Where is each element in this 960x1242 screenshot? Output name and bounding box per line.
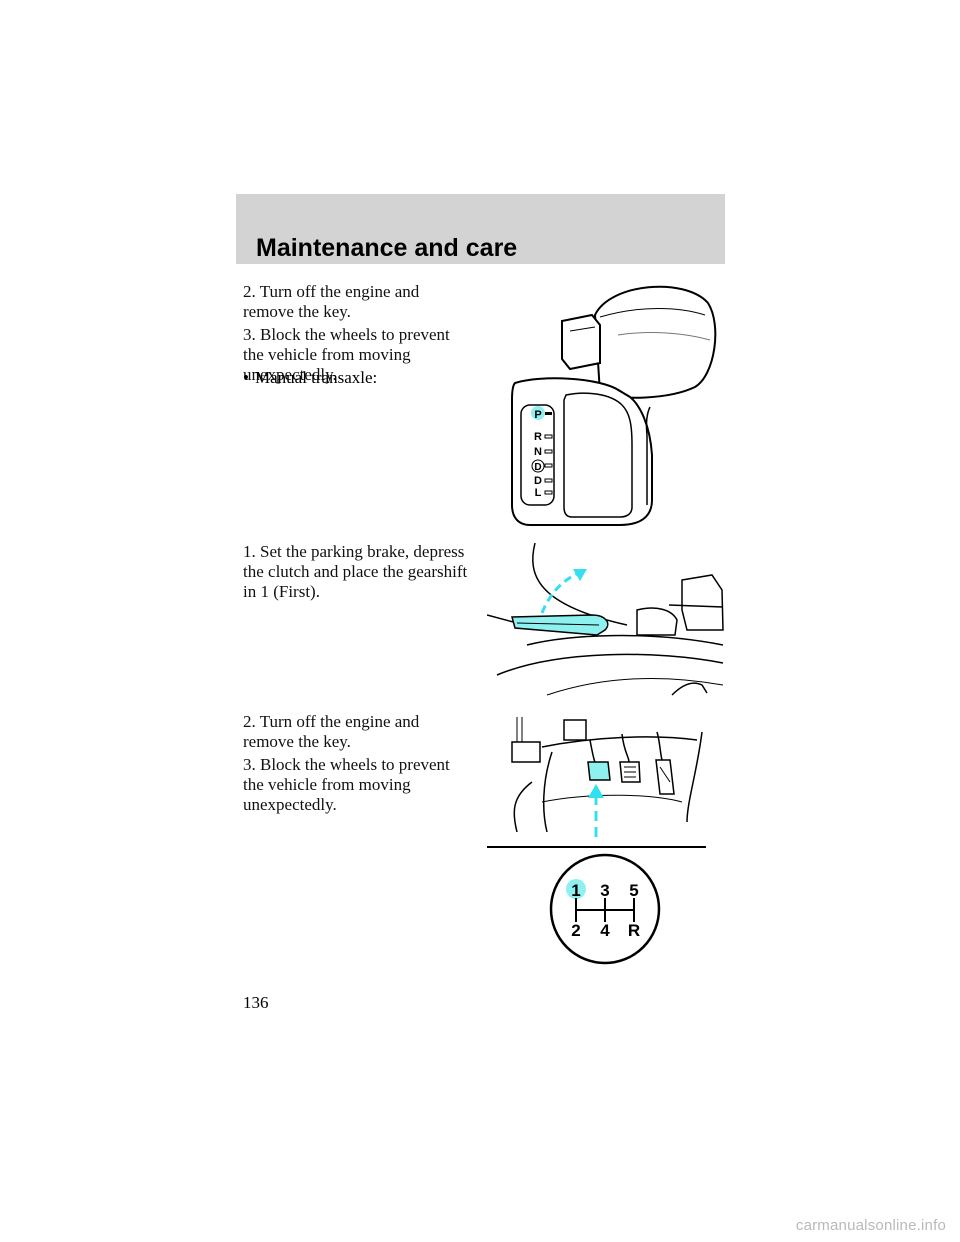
gear-label-r: R (628, 921, 640, 940)
shifter-label-l: L (535, 487, 542, 499)
section-title: Maintenance and care (256, 234, 518, 262)
bullet-manual-transaxle: • Manual transaxle: (243, 368, 377, 388)
gear-label-2: 2 (571, 921, 580, 940)
indicator-active-mark (545, 412, 552, 415)
gear-label-5: 5 (629, 881, 638, 900)
parking-brake-illustration (487, 542, 724, 696)
gear-label-3: 3 (600, 881, 609, 900)
shifter-label-p: P (534, 409, 541, 421)
shifter-label-d: D (534, 475, 542, 487)
gear-label-1: 1 (571, 881, 580, 900)
shifter-label-r: R (534, 431, 542, 443)
section-header: Maintenance and care (236, 194, 725, 264)
step-set-parking-brake: 1. Set the parking brake, depress the cl… (243, 542, 468, 601)
gear-label-4: 4 (600, 921, 610, 940)
shifter-label-n: N (534, 446, 542, 458)
step-block-wheels-2: 3. Block the wheels to prevent the vehic… (243, 755, 450, 814)
gear-pattern-diagram: 1 3 5 2 4 R (549, 853, 661, 965)
pedals-illustration (511, 717, 703, 837)
bullet-text: Manual transaxle: (255, 368, 378, 387)
automatic-shifter-illustration: P R N D D L (511, 285, 717, 526)
step-turn-off-engine: 2. Turn off the engine and remove the ke… (243, 282, 420, 321)
step-turn-off-engine-2: 2. Turn off the engine and remove the ke… (243, 712, 420, 751)
shifter-label-od: D (534, 462, 541, 473)
figure-divider (487, 846, 706, 848)
bullet-dot: • (243, 368, 249, 387)
page-number: 136 (243, 993, 269, 1012)
step-block-wheels: 3. Block the wheels to prevent the vehic… (243, 325, 450, 384)
watermark: carmanualsonline.info (795, 1217, 946, 1234)
